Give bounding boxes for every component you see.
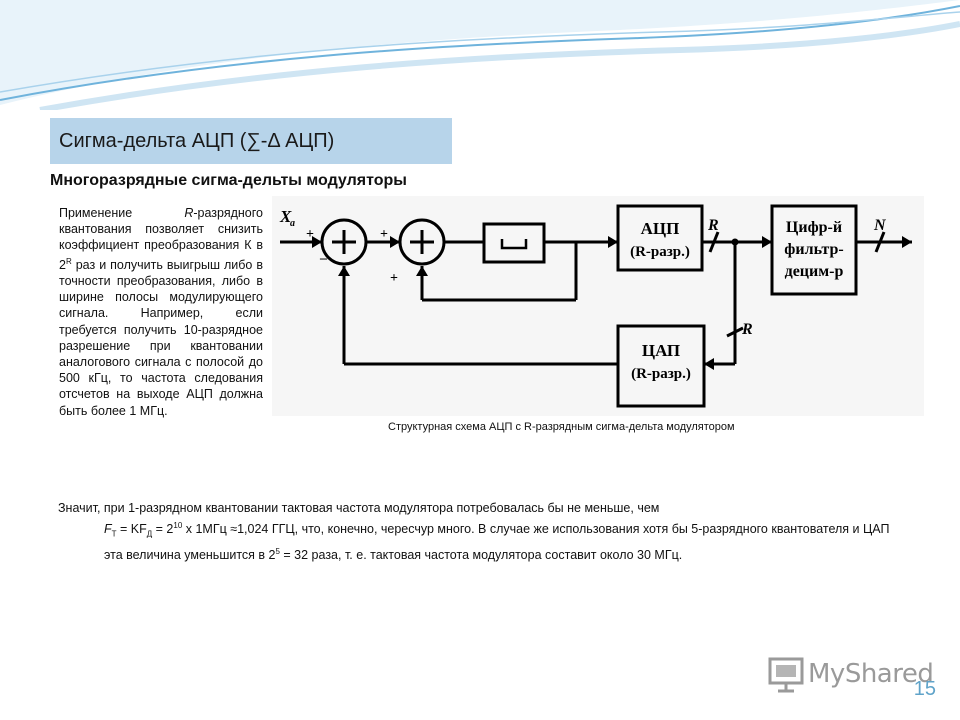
diagram-caption: Структурная схема АЦП с R-разрядным сигм… [388, 421, 735, 433]
slide-number: 15 [913, 678, 936, 700]
adc-block [616, 204, 704, 272]
left-paragraph: Применение R-разрядного квантования позв… [59, 205, 263, 419]
plus-a: + [306, 227, 314, 242]
bus-r-1: R [707, 217, 719, 234]
presentation-icon [768, 657, 804, 693]
plus-c: + [390, 271, 398, 286]
input-label: X [279, 207, 292, 226]
adc-label-2: (R-разр.) [630, 244, 690, 260]
slide-title: Сигма-дельта АЦП (∑-Δ АЦП) [50, 118, 452, 164]
eq-3: х 1МГц ≈1,024 ГГЦ, что, конечно, чересчу… [104, 522, 890, 562]
eq-2-sup: 10 [173, 521, 183, 530]
bottom-paragraph: Значит, при 1-разрядном квантовании такт… [58, 500, 908, 564]
filter-label-1: Цифр-й [786, 219, 842, 236]
ft-symbol: F [104, 522, 112, 537]
block-diagram: X a + – + + АЦП (R-разр.) Цифр-й фильтр-… [272, 196, 924, 416]
bus-r-2: R [741, 321, 753, 338]
adc-label-1: АЦП [641, 219, 680, 238]
left-text-sup: R [65, 256, 72, 266]
eq-4: = 32 раза, т. е. тактовая частота модуля… [279, 547, 683, 562]
dac-label-1: ЦАП [642, 341, 680, 360]
left-text-2: -разрядного квантования позволяет снизит… [59, 206, 263, 272]
left-text-3: раз и получить выигрыш либо в точности п… [59, 257, 263, 418]
bottom-line-2: FT = KFД = 210 х 1МГц ≈1,024 ГГЦ, что, к… [58, 517, 908, 564]
filter-label-2: фильтр- [784, 241, 843, 258]
dac-label-2: (R-разр.) [631, 366, 691, 382]
eq-1: = KF [116, 522, 147, 537]
eq-3-sup: 5 [275, 546, 280, 556]
left-text-r: R [184, 206, 194, 220]
slide-subtitle: Многоразрядные сигма-дельты модуляторы [50, 172, 407, 189]
minus-sign: – [319, 251, 328, 266]
plus-b: + [380, 227, 388, 242]
filter-label-3: децим-р [785, 263, 844, 280]
header-waves [0, 0, 960, 110]
fd-sub: Д [146, 529, 153, 539]
myshared-watermark: MyShared [766, 655, 934, 695]
filter-block [770, 204, 858, 296]
eq-2: = 2 [152, 522, 174, 537]
watermark-text: MyShared [808, 659, 934, 689]
left-text-1: Применение [59, 206, 185, 220]
input-sub: a [290, 218, 295, 229]
dac-block [616, 324, 706, 408]
bottom-line-1: Значит, при 1-разрядном квантовании такт… [58, 501, 660, 515]
ft-sub: T [111, 529, 117, 539]
bus-n: N [873, 217, 887, 234]
